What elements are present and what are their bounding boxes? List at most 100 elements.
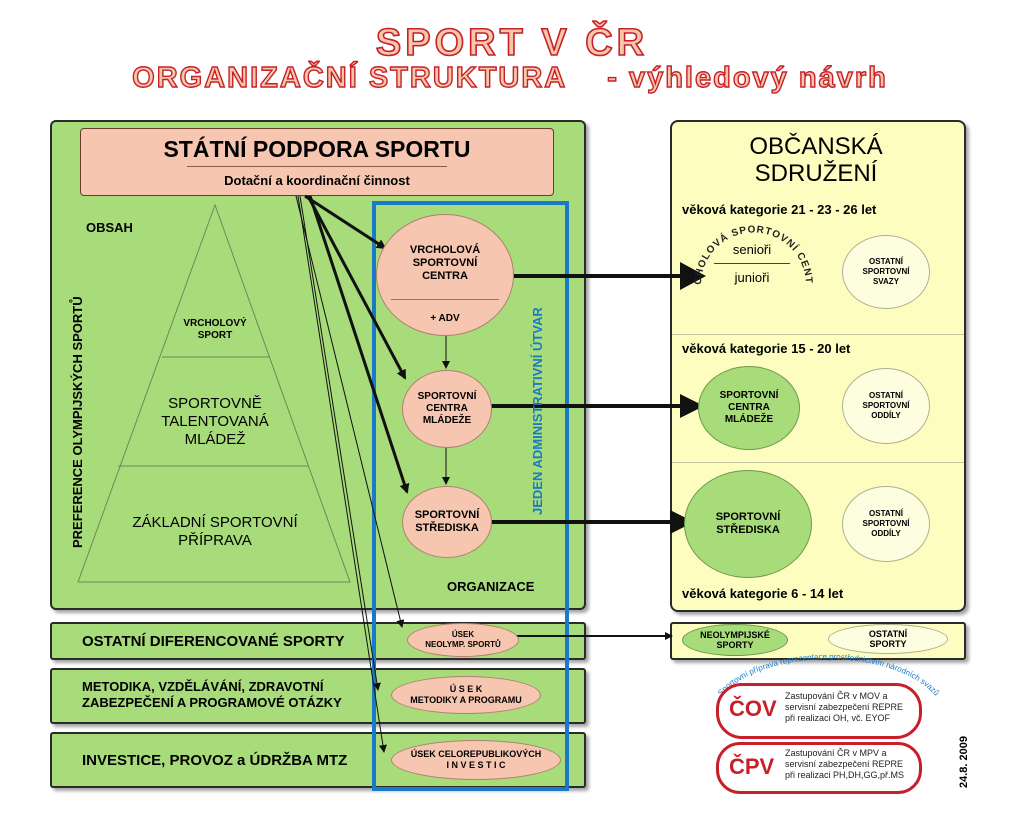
title-line1: SPORT V ČR [375, 21, 649, 65]
pyramid-middle-line: MLÁDEŽ [184, 431, 246, 448]
juniori-label: junioři [734, 270, 770, 285]
state-support-header: STÁTNÍ PODPORA SPORTU Dotační a koordina… [80, 128, 554, 196]
organizace-label: ORGANIZACE [447, 579, 535, 594]
pyramid-bottom-label: ZÁKLADNÍ SPORTOVNÍ PŘÍPRAVA [95, 514, 335, 550]
state-subheader-text: Dotační a koordinační činnost [224, 173, 410, 188]
pyramid [77, 203, 351, 583]
node-line: ÚSEK [451, 630, 475, 639]
cat1-label: věková kategorie 21 - 23 - 26 let [682, 202, 877, 217]
ostatni-sporty-text: OSTATNÍ SPORTY [869, 629, 907, 649]
node-line: SPORTOVNÍ [862, 519, 910, 528]
band-metodika-line: ZABEZPEČENÍ A PROGRAMOVÉ OTÁZKY [82, 695, 342, 710]
ostatni-oddily-1-text: OSTATNÍ SPORTOVNÍ ODDÍLY [863, 391, 910, 421]
node-line: SPORTOVNÍ [412, 256, 478, 269]
ostatni-svazy-text: OSTATNÍ SPORTOVNÍ SVAZY [863, 257, 910, 287]
node-vrcholova-centra: VRCHOLOVÁ SPORTOVNÍ CENTRA + ADV [376, 214, 514, 336]
civic-scm-text: SPORTOVNÍ CENTRA MLÁDEŽE [720, 390, 779, 426]
pyramid-middle-label: SPORTOVNĚ TALENTOVANÁ MLÁDEŽ [120, 395, 310, 449]
node-line: SVAZY [872, 277, 900, 286]
node-line: CENTRA [728, 402, 770, 413]
node-line: ÚSEK CELOREPUBLIKOVÝCH [410, 749, 542, 759]
cov-line: Zastupování ČR v MOV a [785, 691, 888, 701]
row-separator [672, 334, 964, 335]
node-line: OSTATNÍ [869, 391, 903, 400]
node-line: STŘEDISKA [415, 522, 479, 534]
ostatni-oddily-2-text: OSTATNÍ SPORTOVNÍ ODDÍLY [863, 509, 910, 539]
band-ostatni-label: OSTATNÍ DIFERENCOVANÉ SPORTY [82, 633, 345, 650]
node-line: SPORTOVNÍ [715, 511, 781, 523]
title-line2-sub: - výhledový návrh [607, 61, 888, 94]
node-usek-investic: ÚSEK CELOREPUBLIKOVÝCH I N V E S T I C [391, 740, 561, 780]
band-investice-label: INVESTICE, PROVOZ a ÚDRŽBA MTZ [82, 752, 348, 769]
node-line: Ú S E K [449, 684, 483, 694]
pyramid-bottom-line: PŘÍPRAVA [178, 532, 252, 549]
node-line: METODIKY A PROGRAMU [410, 695, 522, 705]
cpv-text: Zastupování ČR v MPV a servisní zabezpeč… [785, 748, 904, 781]
band-metodika-line: METODIKA, VZDĚLÁVÁNÍ, ZDRAVOTNÍ [82, 679, 324, 694]
band-metodika-label: METODIKA, VZDĚLÁVÁNÍ, ZDRAVOTNÍ ZABEZPEČ… [82, 679, 342, 711]
node-line: VRCHOLOVÁ [409, 243, 481, 256]
civic-ss-text: SPORTOVNÍ STŘEDISKA [716, 511, 781, 537]
node-line: OSTATNÍ [868, 629, 908, 639]
seniori-label: senioři [732, 242, 772, 257]
node-line: SPORTOVNÍ [862, 401, 910, 410]
neolymp-text: NEOLYMPIJSKÉ SPORTY [700, 630, 770, 650]
node-line: NEOLYMPIJSKÉ [700, 630, 770, 640]
admin-unit-label: JEDEN ADMINISTRATIVNÍ ÚTVAR [530, 307, 545, 515]
node-neolympijske-sporty: NEOLYMPIJSKÉ SPORTY [682, 624, 788, 656]
node-line: CENTRA [422, 269, 468, 282]
vsc-seniori-juniori: senioři junioři [714, 242, 790, 302]
node-line: SPORTOVNÍ [862, 267, 910, 276]
node-line: CENTRA [426, 403, 468, 414]
node-ostatni-svazy: OSTATNÍ SPORTOVNÍ SVAZY [842, 235, 930, 309]
cpv-line: při realizaci PH,DH,GG,př.MS [785, 770, 905, 780]
obsah-label: OBSAH [86, 220, 133, 235]
node-ostatni-oddily-2: OSTATNÍ SPORTOVNÍ ODDÍLY [842, 486, 930, 562]
cat3-label: věková kategorie 6 - 14 let [682, 586, 844, 601]
pyramid-middle-line: TALENTOVANÁ [161, 413, 269, 430]
node-ostatni-oddily-1: OSTATNÍ SPORTOVNÍ ODDÍLY [842, 368, 930, 444]
node-line: SPORTOVNÍ [417, 391, 477, 402]
node-civic-ss: SPORTOVNÍ STŘEDISKA [684, 470, 812, 578]
civic-header: OBČANSKÁ SDRUŽENÍ [670, 133, 962, 187]
node-line: SPORTY [716, 640, 754, 650]
civic-header-line: SDRUŽENÍ [754, 160, 878, 187]
node-line: MLÁDEŽE [422, 415, 472, 426]
cov-line: při realizaci OH, vč. EYOF [785, 713, 891, 723]
pyramid-top-label: VRCHOLOVÝ SPORT [150, 318, 280, 342]
pyramid-top-line: VRCHOLOVÝ [183, 318, 247, 329]
node-line: MLÁDEŽE [724, 414, 774, 425]
row-separator [672, 462, 964, 463]
node-line: OSTATNÍ [869, 509, 903, 518]
pyramid-top-line: SPORT [197, 330, 233, 341]
cpv-box: ČPV Zastupování ČR v MPV a servisní zabe… [716, 742, 922, 794]
support-arrows [304, 194, 410, 494]
node-strediska: SPORTOVNÍ STŘEDISKA [402, 486, 492, 558]
cpv-line: servisní zabezpečení REPRE [785, 759, 904, 769]
node-usek-metodiky: Ú S E K METODIKY A PROGRAMU [391, 676, 541, 714]
node-line: I N V E S T I C [446, 760, 506, 770]
title-line2: ORGANIZAČNÍ STRUKTURA - výhledový návrh [40, 61, 980, 95]
cov-text: Zastupování ČR v MOV a servisní zabezpeč… [785, 691, 903, 724]
node-centra-mladeze: SPORTOVNÍ CENTRA MLÁDEŽE [402, 370, 492, 448]
date-label: 24.8. 2009 [958, 736, 970, 788]
pyramid-bottom-line: ZÁKLADNÍ SPORTOVNÍ [132, 514, 298, 531]
node-line: SPORTOVNÍ [414, 509, 480, 521]
civic-arrows [490, 271, 692, 527]
node-investic-text: ÚSEK CELOREPUBLIKOVÝCH I N V E S T I C [411, 749, 542, 771]
node-line: NEOLYMP. SPORTŮ [425, 640, 501, 649]
node-adv: + ADV [430, 313, 460, 324]
civic-header-line: OBČANSKÁ [749, 133, 883, 160]
node-line: SPORTOVNÍ [719, 390, 779, 401]
node-scm-text: SPORTOVNÍ CENTRA MLÁDEŽE [418, 391, 477, 427]
admin-unit-frame [372, 201, 569, 791]
node-neolymp-text: ÚSEK NEOLYMP. SPORTŮ [425, 630, 501, 650]
node-line: STŘEDISKA [716, 524, 780, 536]
node-vsc-text: VRCHOLOVÁ SPORTOVNÍ CENTRA [410, 244, 480, 283]
node-line: ODDÍLY [871, 411, 901, 420]
title-line2-main: ORGANIZAČNÍ STRUKTURA [131, 61, 568, 94]
node-line: OSTATNÍ [869, 257, 903, 266]
cpv-line: Zastupování ČR v MPV a [785, 748, 887, 758]
cov-line: servisní zabezpečení REPRE [785, 702, 904, 712]
cov-label: ČOV [729, 696, 777, 721]
